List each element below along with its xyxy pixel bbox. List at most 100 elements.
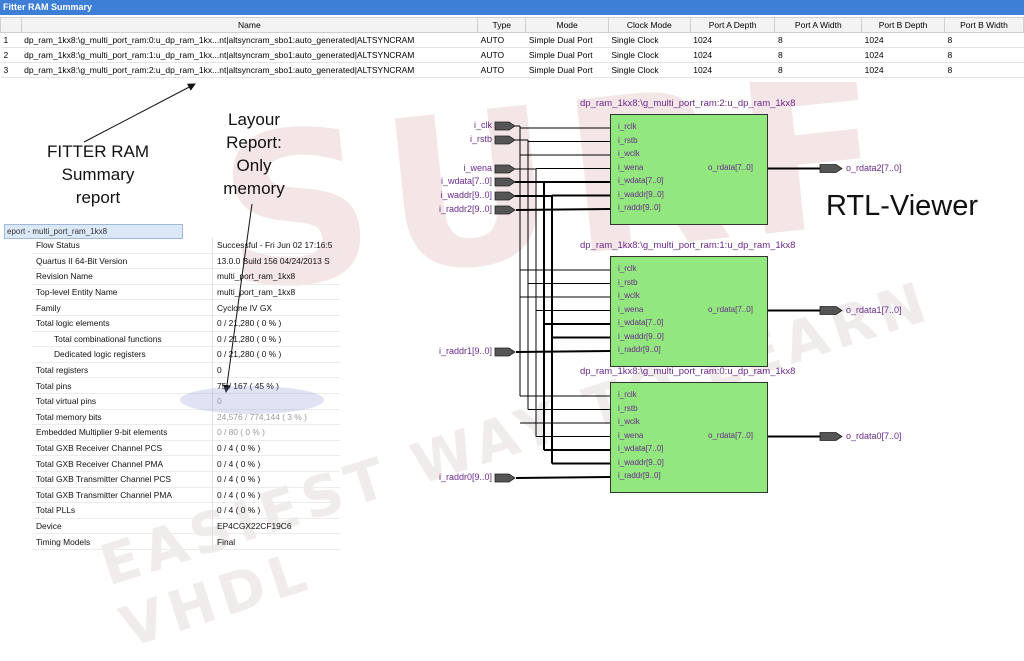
- input-pin-icon: [494, 121, 516, 131]
- annotation-line: Only: [236, 156, 272, 175]
- report-row[interactable]: Dedicated logic registers 0 / 21,280 ( 0 …: [32, 346, 340, 363]
- report-value: 0 / 4 ( 0 % ): [217, 474, 261, 485]
- report-key: Dedicated logic registers: [32, 346, 213, 363]
- ram-port-label: i_waddr[9..0]: [618, 457, 664, 467]
- fitter-col-header[interactable]: Type: [477, 17, 527, 33]
- fitter-panel-title: Fitter RAM Summary: [0, 0, 1024, 15]
- ram-port-label: i_raddr[9..0]: [618, 203, 661, 212]
- table-cell: Simple Dual Port: [525, 47, 609, 63]
- report-value: 0 / 21,280 ( 0 % ): [217, 349, 282, 360]
- annotation-line: memory: [223, 179, 285, 198]
- annotation-rtl-viewer: RTL-Viewer: [826, 190, 979, 222]
- ram-port-label: i_wdata[7..0]: [618, 318, 664, 327]
- ram-port-label: i_raddr[9..0]: [618, 471, 661, 480]
- table-cell: 8: [944, 62, 1024, 78]
- report-value: multi_port_ram_1kx8: [217, 287, 296, 298]
- report-key: Embedded Multiplier 9-bit elements: [32, 424, 213, 441]
- report-value: multi_port_ram_1kx8: [217, 271, 296, 282]
- fitter-col-header[interactable]: Clock Mode: [607, 17, 691, 33]
- ram-port-label: i_rclk: [618, 390, 637, 399]
- table-cell: Single Clock: [608, 32, 691, 48]
- table-cell: AUTO: [477, 47, 526, 63]
- annotation-fitter-summary: FITTER RAM Summary report: [38, 140, 158, 209]
- fitter-col-header[interactable]: Port A Width: [774, 17, 863, 33]
- table-cell: AUTO: [477, 32, 526, 48]
- output-pin-label: o_rdata1[7..0]: [846, 304, 902, 315]
- table-cell: 8: [774, 62, 862, 78]
- ram-block[interactable]: [610, 382, 768, 493]
- table-cell: Simple Dual Port: [525, 62, 609, 78]
- fitter-col-header[interactable]: Port B Width: [943, 17, 1024, 33]
- report-key: Total virtual pins: [32, 393, 213, 410]
- input-pin-label: i_raddr0[9..0]: [438, 472, 492, 482]
- wire: [515, 208, 611, 211]
- table-cell: Single Clock: [608, 62, 691, 78]
- input-pin-label: i_wena: [463, 163, 492, 173]
- table-cell: 3: [0, 62, 22, 78]
- report-key: Total logic elements: [32, 315, 213, 332]
- annotation-line: report: [75, 188, 121, 207]
- fitter-col-header[interactable]: Name: [20, 17, 479, 33]
- table-cell: dp_ram_1kx8:\g_multi_port_ram:0:u_dp_ram…: [21, 32, 478, 48]
- table-cell: 1024: [690, 47, 775, 63]
- ram-block[interactable]: [610, 114, 768, 225]
- table-cell: 1024: [861, 62, 945, 78]
- report-tab[interactable]: eport - multi_port_ram_1kx8: [4, 224, 183, 239]
- table-cell: 1024: [690, 62, 775, 78]
- report-value: 0 / 21,280 ( 0 % ): [217, 333, 282, 344]
- ram-output-port-label: o_rdata[7..0]: [708, 430, 753, 440]
- report-key: Total GXB Receiver Channel PMA: [32, 455, 213, 472]
- table-cell: 1: [0, 32, 22, 48]
- fitter-col-header[interactable]: [0, 17, 22, 33]
- ram-port-label: i_waddr[9..0]: [618, 189, 664, 199]
- ram-output-port-label: o_rdata[7..0]: [708, 162, 753, 172]
- ram-block[interactable]: [610, 256, 768, 367]
- ram-output-port-label: o_rdata[7..0]: [708, 304, 753, 314]
- report-value: 0 / 4 ( 0 % ): [217, 443, 261, 454]
- ram-port-label: i_wclk: [618, 149, 640, 158]
- input-pin-icon: [494, 177, 516, 187]
- ram-port-label: i_rclk: [618, 264, 637, 273]
- input-pin-label: i_rstb: [469, 134, 492, 144]
- input-pin-label: i_raddr2[9..0]: [438, 204, 492, 214]
- input-pin-icon: [494, 473, 516, 483]
- fitter-col-header[interactable]: Port A Depth: [689, 17, 776, 33]
- fitter-col-header[interactable]: Mode: [525, 17, 609, 33]
- report-row[interactable]: Total combinational functions 0 / 21,280 …: [32, 331, 340, 347]
- report-value: 24,576 / 774,144 ( 3 % ): [217, 411, 307, 422]
- input-pin-icon: [494, 164, 516, 174]
- report-key: Total combinational functions: [32, 331, 213, 347]
- ram-port-label: i_wclk: [618, 291, 640, 300]
- fitter-col-header[interactable]: Port B Depth: [861, 17, 945, 33]
- ram-port-label: i_raddr[9..0]: [618, 345, 661, 354]
- ram-port-label: i_wena: [618, 304, 644, 314]
- table-cell: dp_ram_1kx8:\g_multi_port_ram:2:u_dp_ram…: [21, 62, 478, 78]
- report-value: Successful - Fri Jun 02 17:16:5: [217, 240, 333, 251]
- annotation-line: Report:: [226, 133, 282, 152]
- report-key: Total GXB Transmitter Channel PMA: [32, 487, 213, 503]
- wire: [515, 476, 611, 479]
- output-pin-icon: [819, 164, 843, 173]
